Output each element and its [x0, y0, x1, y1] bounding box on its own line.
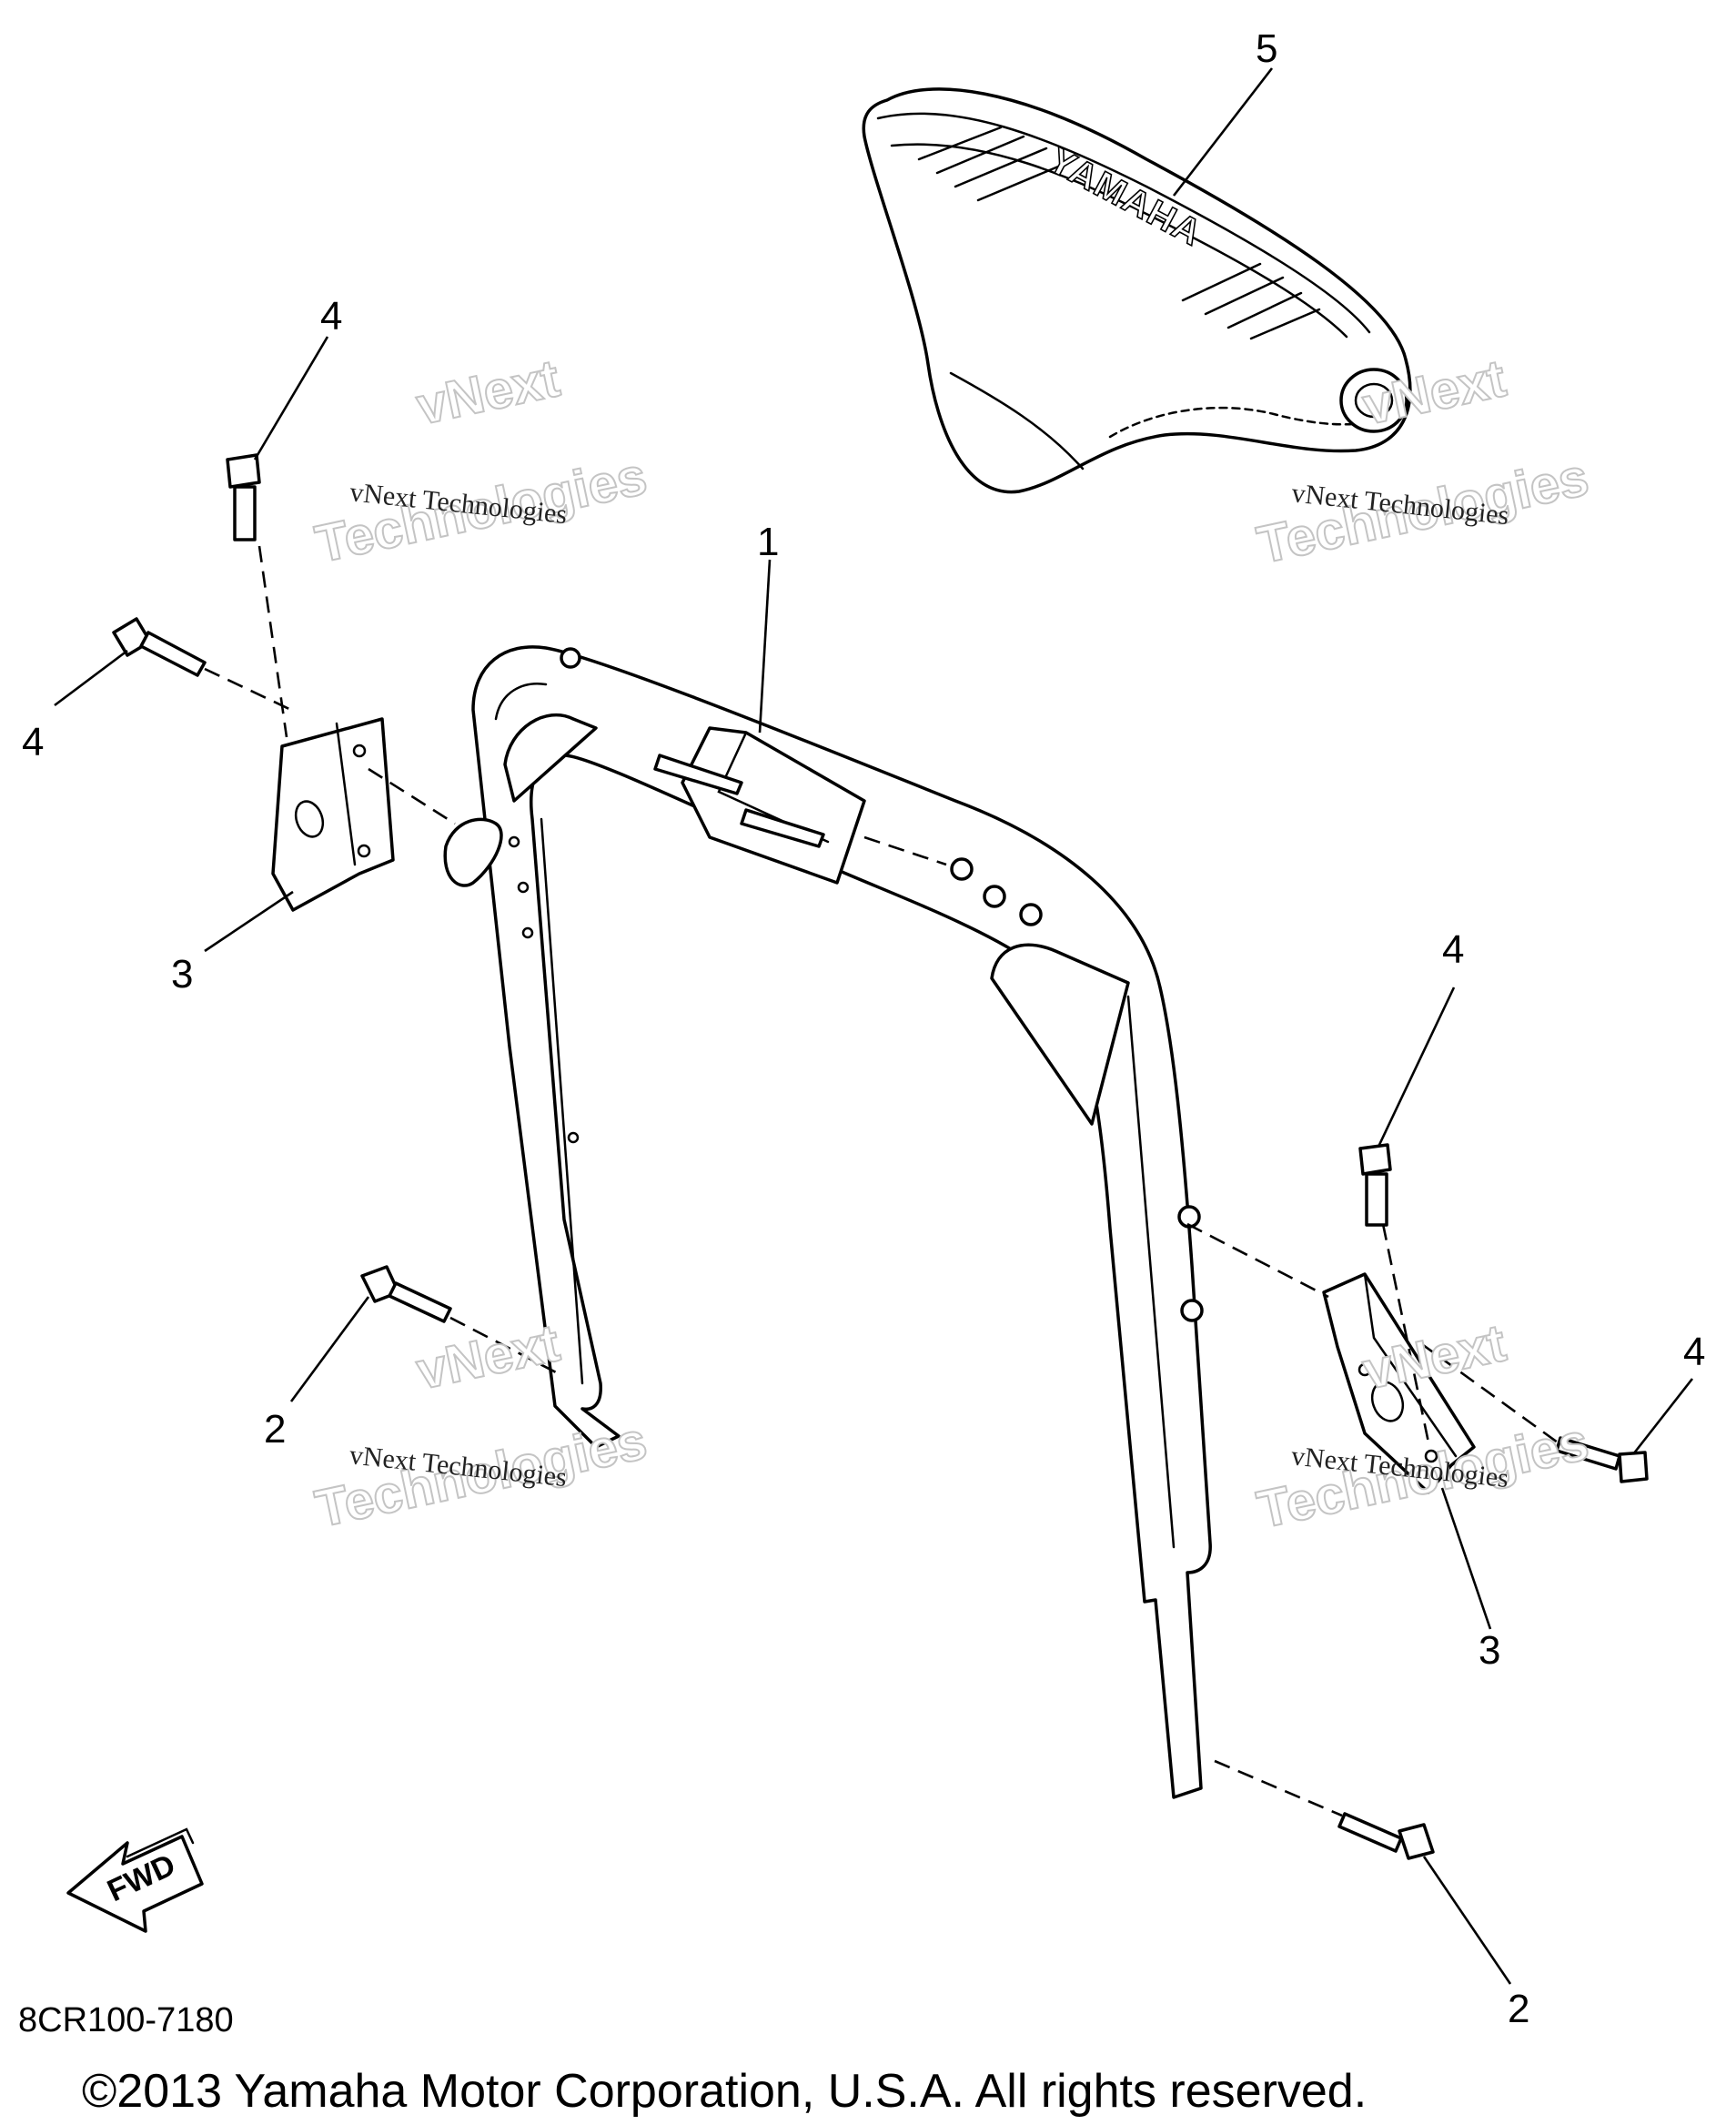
- watermark-bottom-left: vNext Technologies vNext Technologies: [309, 1312, 652, 1540]
- assembly-lines: [204, 545, 1559, 1817]
- callout-3-left: 3: [171, 952, 193, 997]
- callouts: 5 1 4 4 3 2 4 4 3 2: [22, 26, 1705, 2031]
- bracket-right: [1322, 1272, 1476, 1494]
- callout-3-right: 3: [1479, 1628, 1500, 1673]
- callout-4-right: 4: [1683, 1330, 1705, 1374]
- callout-1: 1: [757, 520, 779, 564]
- callout-4-right-top: 4: [1442, 927, 1464, 972]
- callout-2-left: 2: [264, 1407, 286, 1452]
- bolt-2-right: [1337, 1812, 1435, 1860]
- watermark-top-left: vNext Technologies vNext Technologies: [309, 348, 652, 575]
- svg-text:vNext: vNext: [411, 349, 564, 436]
- callout-2-right: 2: [1508, 1987, 1529, 2031]
- callout-4-left: 4: [22, 720, 44, 764]
- bolt-4-right: [1555, 1436, 1649, 1483]
- callout-5: 5: [1256, 26, 1277, 71]
- grab-bar-part: [443, 645, 1212, 1799]
- bolt-4-right-top: [1358, 1143, 1392, 1227]
- leader-lines: [54, 67, 1694, 1985]
- diagram-code: 8CR100-7180: [18, 2001, 234, 2039]
- copyright-notice: ©2013 Yamaha Motor Corporation, U.S.A. A…: [82, 2065, 1367, 2118]
- bolt-4-top-left: [226, 453, 261, 541]
- svg-text:vNext: vNext: [411, 1313, 564, 1401]
- seat-part: YAMAHA: [862, 87, 1412, 494]
- bolt-2-left: [360, 1265, 452, 1323]
- fwd-arrow: FWD: [66, 1827, 204, 1933]
- bracket-left: [271, 717, 395, 912]
- bolt-4-left: [112, 617, 207, 677]
- callout-4-top-left: 4: [320, 294, 342, 339]
